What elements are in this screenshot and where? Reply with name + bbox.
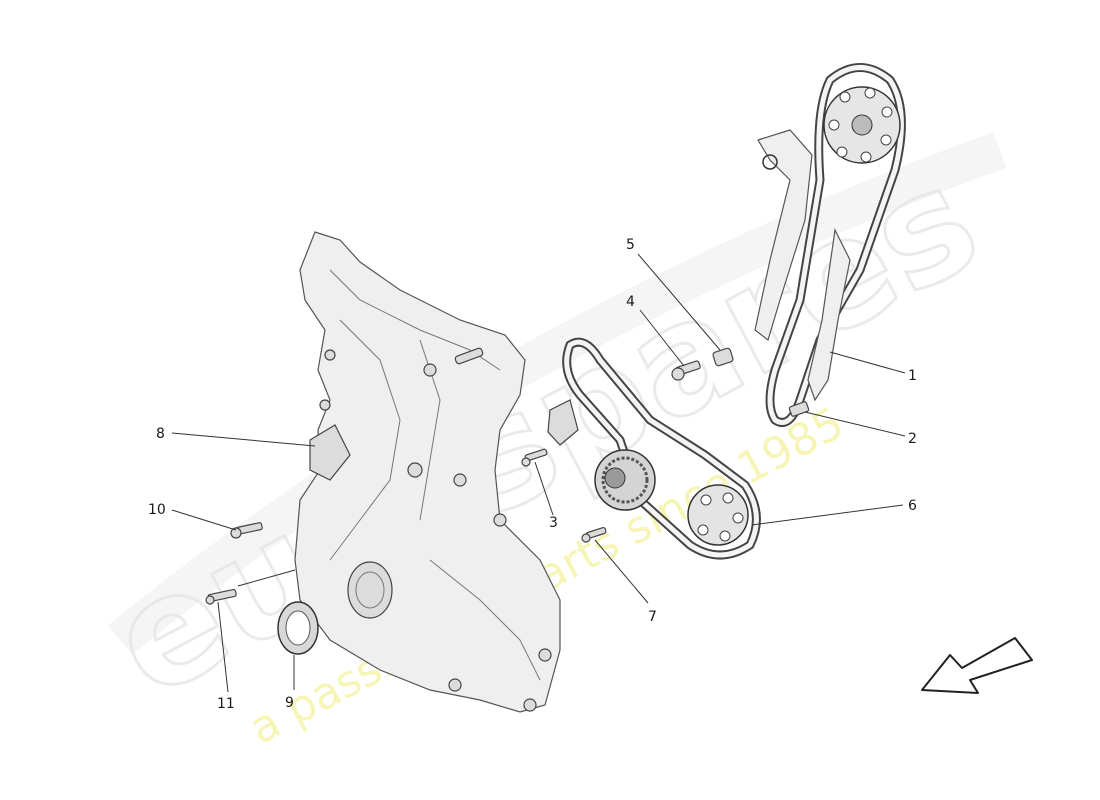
leader-3	[534, 461, 554, 516]
callout-8: 8	[156, 426, 165, 442]
upper-timing-chain	[754, 63, 906, 427]
callout-3: 3	[549, 515, 558, 531]
callout-9: 9	[285, 695, 294, 711]
callout-11: 11	[217, 696, 235, 712]
cover-stud	[205, 588, 237, 605]
leader-lines	[171, 253, 906, 693]
leader-1	[829, 351, 906, 374]
callout-4: 4	[626, 294, 635, 310]
callout-2: 2	[908, 431, 917, 447]
callout-7: 7	[648, 609, 657, 625]
callout-1: 1	[908, 368, 917, 384]
leader-6	[751, 504, 904, 526]
timing-cover	[294, 231, 561, 713]
leader-7	[594, 539, 649, 604]
watermark-swoosh	[107, 132, 1007, 655]
callout-labels: 1 2 3 4 5 6 7 8 9 10 11	[148, 237, 917, 712]
leader-2	[804, 411, 906, 437]
callout-5: 5	[626, 237, 635, 253]
leader-5	[637, 253, 721, 351]
cover-bolt	[230, 522, 263, 539]
callout-6: 6	[908, 498, 917, 514]
direction-arrow-icon	[921, 637, 1033, 694]
lower-timing-chain	[547, 337, 761, 560]
crankshaft-seal	[277, 601, 319, 655]
callout-10: 10	[148, 502, 166, 518]
leader-11b	[237, 569, 296, 587]
small-fasteners	[521, 347, 734, 543]
leader-10	[171, 509, 237, 531]
leader-4	[639, 309, 685, 367]
spacer-5	[712, 347, 734, 367]
leader-11	[217, 601, 229, 693]
leader-8	[171, 432, 316, 447]
